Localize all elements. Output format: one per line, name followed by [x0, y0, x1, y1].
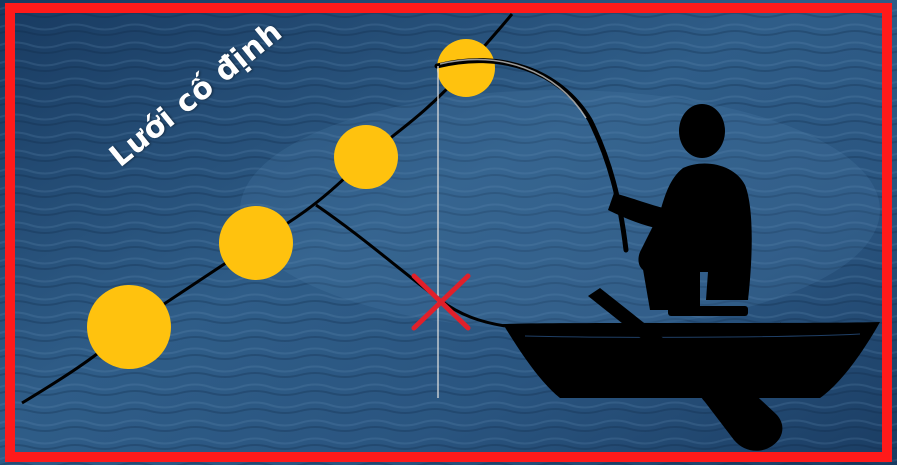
net-float-icon	[87, 285, 171, 369]
water-highlight	[240, 90, 880, 330]
boat-icon	[503, 322, 880, 398]
net-float-icon	[437, 39, 495, 97]
net-float-icon	[334, 125, 398, 189]
net-float-icon	[219, 206, 293, 280]
